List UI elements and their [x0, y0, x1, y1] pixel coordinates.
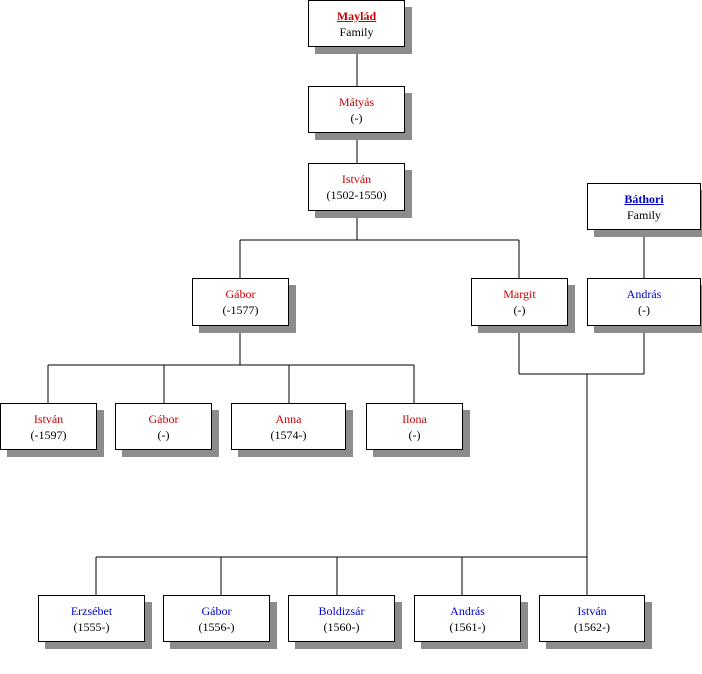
person-box-istvan3[interactable]: István (1562-) — [539, 595, 645, 642]
person-name: András — [450, 603, 485, 618]
person-name: István — [341, 172, 372, 186]
person-name: István — [577, 603, 607, 618]
person-dates: (-1597) — [30, 427, 67, 442]
person-dates: (-) — [638, 303, 650, 317]
person-dates: (-1577) — [222, 303, 259, 317]
person-name: András — [626, 287, 662, 301]
family-label-maylad: Family — [339, 24, 374, 39]
person-dates: (1556-) — [198, 619, 235, 634]
person-box-gabor3[interactable]: Gábor (1556-) — [163, 595, 270, 642]
person-name: Erzsébet — [70, 603, 113, 618]
person-dates: (-) — [408, 427, 421, 442]
person-box-ilona[interactable]: Ilona (-) — [366, 403, 463, 450]
person-box-boldizsar[interactable]: Boldizsár (1560-) — [288, 595, 395, 642]
family-box-maylad[interactable]: Maylád Family — [308, 0, 405, 47]
person-box-istvan2[interactable]: István (-1597) — [0, 403, 97, 450]
person-dates: (-) — [157, 427, 170, 442]
person-name: Gábor — [201, 603, 232, 618]
person-name: Anna — [275, 411, 302, 426]
person-name: Ilona — [402, 411, 427, 426]
person-dates: (-) — [350, 110, 363, 125]
person-box-matyas[interactable]: Mátyás (-) — [308, 86, 405, 133]
person-dates: (1555-) — [73, 619, 110, 634]
person-box-erzsebet[interactable]: Erzsébet (1555-) — [38, 595, 145, 642]
family-label-bathori: Family — [626, 207, 661, 222]
family-name-maylad[interactable]: Maylád — [336, 8, 377, 23]
person-name: Boldizsár — [318, 603, 365, 618]
person-name: Gábor — [225, 287, 256, 301]
person-dates: (-) — [513, 303, 526, 317]
person-dates: (1502-1550) — [326, 188, 387, 202]
person-box-andras2[interactable]: András (1561-) — [414, 595, 521, 642]
family-box-bathori[interactable]: Báthori Family — [587, 183, 701, 230]
person-box-istvan[interactable]: István (1502-1550) — [308, 163, 405, 211]
person-name: Gábor — [148, 411, 179, 426]
person-name: Margit — [503, 287, 536, 301]
person-box-andras[interactable]: András (-) — [587, 278, 701, 326]
person-box-margit[interactable]: Margit (-) — [471, 278, 568, 326]
person-dates: (1561-) — [449, 619, 486, 634]
person-dates: (1562-) — [574, 619, 610, 634]
person-dates: (1574-) — [270, 427, 307, 442]
person-dates: (1560-) — [323, 619, 360, 634]
person-name: István — [33, 411, 64, 426]
person-box-anna[interactable]: Anna (1574-) — [231, 403, 346, 450]
person-name: Mátyás — [338, 94, 375, 109]
person-box-gabor2[interactable]: Gábor (-) — [115, 403, 212, 450]
person-box-gabor[interactable]: Gábor (-1577) — [192, 278, 289, 326]
family-name-bathori[interactable]: Báthori — [624, 191, 664, 206]
